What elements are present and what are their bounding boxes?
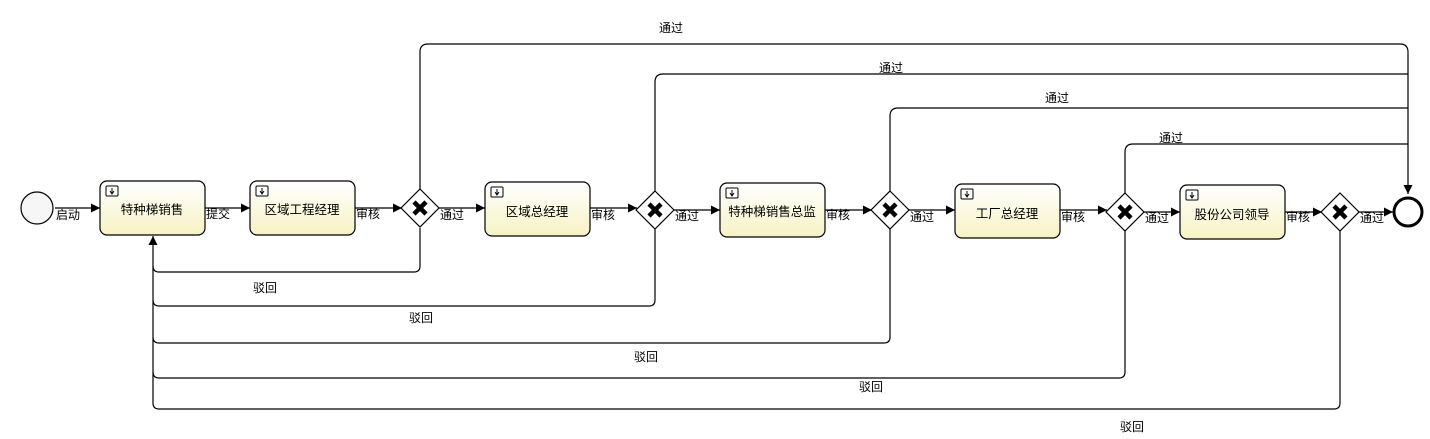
- review-label-1: 审核: [356, 206, 380, 221]
- task-label: 特种梯销售总监: [728, 204, 816, 219]
- gateway-4[interactable]: [1105, 192, 1145, 232]
- task-5[interactable]: 工厂总经理: [954, 183, 1061, 239]
- task-6[interactable]: 股份公司领导: [1179, 184, 1286, 240]
- down-arrow-icon: [964, 191, 970, 198]
- x-icon: [1117, 204, 1133, 220]
- pass-label-top-2: 通过: [879, 61, 903, 75]
- pass-flow-4[interactable]: [1124, 143, 1408, 195]
- start-label: 启动: [56, 208, 80, 222]
- x-icon: [1332, 204, 1348, 220]
- gateway-2[interactable]: [635, 190, 675, 230]
- task-1[interactable]: 特种梯销售: [99, 180, 206, 236]
- reject-label-1: 驳回: [253, 281, 277, 295]
- gateway-5[interactable]: [1320, 192, 1360, 232]
- pass-label-gw2: 通过: [675, 209, 699, 223]
- reject-flows: [148, 228, 1341, 410]
- task-3[interactable]: 区域总经理: [484, 181, 591, 237]
- task-label: 特种梯销售: [121, 202, 184, 217]
- reject-label-2: 驳回: [409, 311, 433, 325]
- down-arrow-icon: [494, 189, 500, 196]
- pass-label-gw5: 通过: [1360, 211, 1384, 225]
- gateway-1[interactable]: [400, 188, 440, 228]
- pass-flow-1[interactable]: [419, 43, 1413, 194]
- end-event[interactable]: [1392, 196, 1424, 228]
- x-icon: [647, 202, 663, 218]
- pass-label-top-4: 通过: [1159, 131, 1183, 145]
- pass-label-top-1: 通过: [659, 21, 683, 35]
- x-icon: [882, 202, 898, 218]
- review-label-4: 审核: [1061, 209, 1085, 224]
- start-event[interactable]: [20, 191, 54, 225]
- gateway-3[interactable]: [870, 190, 910, 230]
- pass-label-gw3: 通过: [910, 210, 934, 224]
- pass-to-end-flows: [419, 43, 1413, 195]
- task-4[interactable]: 特种梯销售总监: [719, 182, 826, 238]
- task-label: 区域总经理: [506, 204, 569, 219]
- down-arrow-icon: [1189, 192, 1195, 199]
- pass-label-gw1: 通过: [440, 208, 464, 222]
- reject-label-4: 驳回: [859, 380, 883, 394]
- x-icon: [412, 200, 428, 216]
- reject-label-5: 驳回: [1120, 420, 1144, 434]
- pass-label-top-3: 通过: [1045, 91, 1069, 105]
- task-label: 工厂总经理: [976, 206, 1039, 221]
- task-label: 股份公司领导: [1194, 207, 1269, 222]
- submit-label: 提交: [206, 206, 230, 221]
- reject-flow-5[interactable]: [152, 230, 1341, 410]
- pass-label-gw4: 通过: [1145, 211, 1169, 225]
- pass-flow-2[interactable]: [654, 73, 1408, 193]
- reject-flow-2[interactable]: [152, 228, 656, 307]
- task-label: 区域工程经理: [264, 202, 340, 217]
- down-arrow-icon: [109, 188, 115, 195]
- down-arrow-icon: [259, 188, 265, 195]
- review-label-3: 审核: [826, 207, 850, 222]
- review-label-2: 审核: [591, 207, 615, 222]
- down-arrow-icon: [729, 190, 735, 197]
- pass-flow-3[interactable]: [889, 107, 1408, 193]
- review-label-5: 审核: [1286, 209, 1310, 224]
- task-2[interactable]: 区域工程经理: [249, 180, 356, 236]
- main-flows: [55, 203, 1393, 217]
- reject-label-3: 驳回: [634, 350, 658, 364]
